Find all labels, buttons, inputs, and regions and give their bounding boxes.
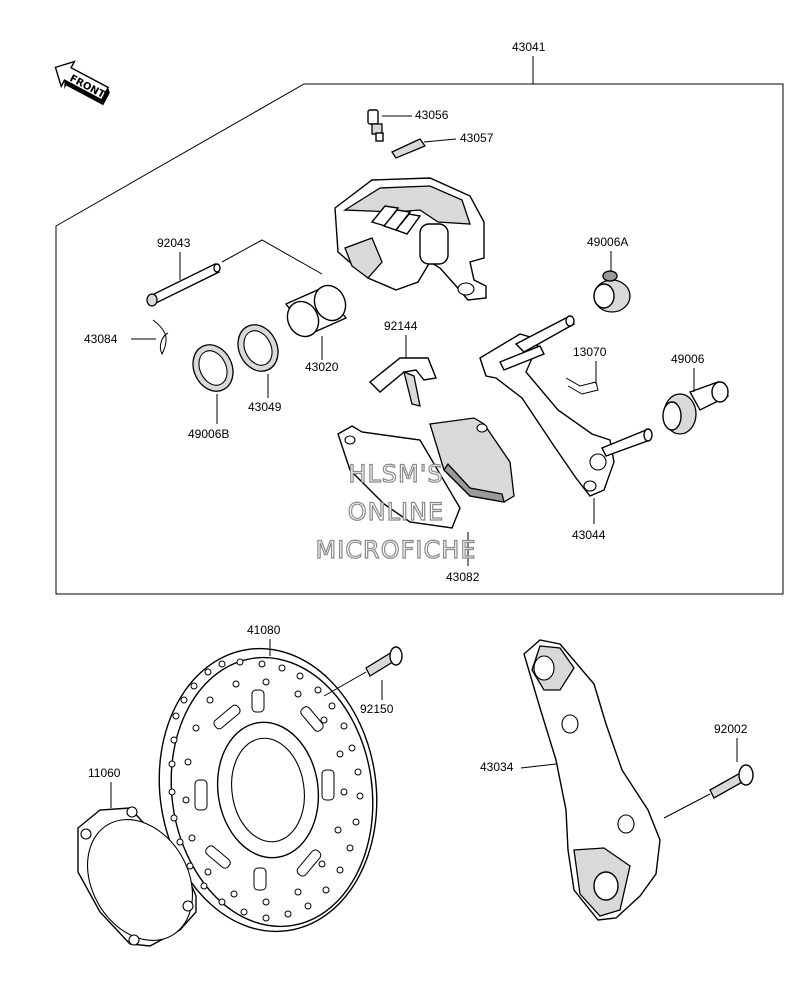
label-92150: 92150 <box>360 702 394 716</box>
brake-pads <box>337 417 515 529</box>
label-43041: 43041 <box>512 40 546 54</box>
clip-13070 <box>565 377 599 395</box>
brake-bracket <box>523 639 661 921</box>
caliper-bracket <box>479 315 653 497</box>
label-92002: 92002 <box>714 722 748 736</box>
piston <box>284 284 348 338</box>
watermark-line-1: HLSM'S <box>348 460 443 488</box>
label-41080: 41080 <box>247 623 281 637</box>
assembly-outline <box>55 83 784 595</box>
label-43084: 43084 <box>84 332 118 346</box>
label-11060: 11060 <box>88 766 121 780</box>
boot-49006A <box>593 270 631 313</box>
label-43057: 43057 <box>460 131 494 145</box>
label-43082: 43082 <box>446 570 480 584</box>
label-43044: 43044 <box>572 528 606 542</box>
leader-43034 <box>520 763 557 769</box>
brake-disc <box>158 647 378 933</box>
bleeder-cap <box>391 138 427 159</box>
label-43034: 43034 <box>480 760 514 774</box>
leader-92150-arrow <box>323 671 367 697</box>
watermark-line-3: MICROFICHE <box>316 536 477 564</box>
clip-43084 <box>152 319 169 356</box>
gasket <box>77 806 197 947</box>
label-49006A: 49006A <box>587 235 628 249</box>
pad-spring <box>368 357 437 407</box>
bleeder-valve <box>367 109 384 142</box>
label-13070: 13070 <box>573 345 607 359</box>
dust-seal <box>192 344 234 392</box>
label-43056: 43056 <box>415 108 449 122</box>
boot-49006 <box>662 381 730 435</box>
watermark-line-2: ONLINE <box>348 498 444 526</box>
label-49006B: 49006B <box>188 427 229 441</box>
label-43020: 43020 <box>305 360 339 374</box>
piston-seal <box>237 324 279 372</box>
caliper-pin <box>146 263 221 307</box>
label-49006: 49006 <box>671 352 705 366</box>
caliper-body <box>334 177 487 301</box>
leader-pin-to-caliper <box>221 239 323 275</box>
watermark: HLSM'S ONLINE MICROFICHE <box>315 459 477 564</box>
label-92144: 92144 <box>384 319 418 333</box>
front-arrow-badge: FRONT <box>54 60 110 106</box>
label-43049: 43049 <box>248 400 282 414</box>
disc-bolt <box>365 646 403 677</box>
label-92043: 92043 <box>157 236 191 250</box>
leader-43057 <box>423 138 457 143</box>
leader-92002-arrow <box>663 793 711 819</box>
bracket-bolt <box>709 764 754 799</box>
